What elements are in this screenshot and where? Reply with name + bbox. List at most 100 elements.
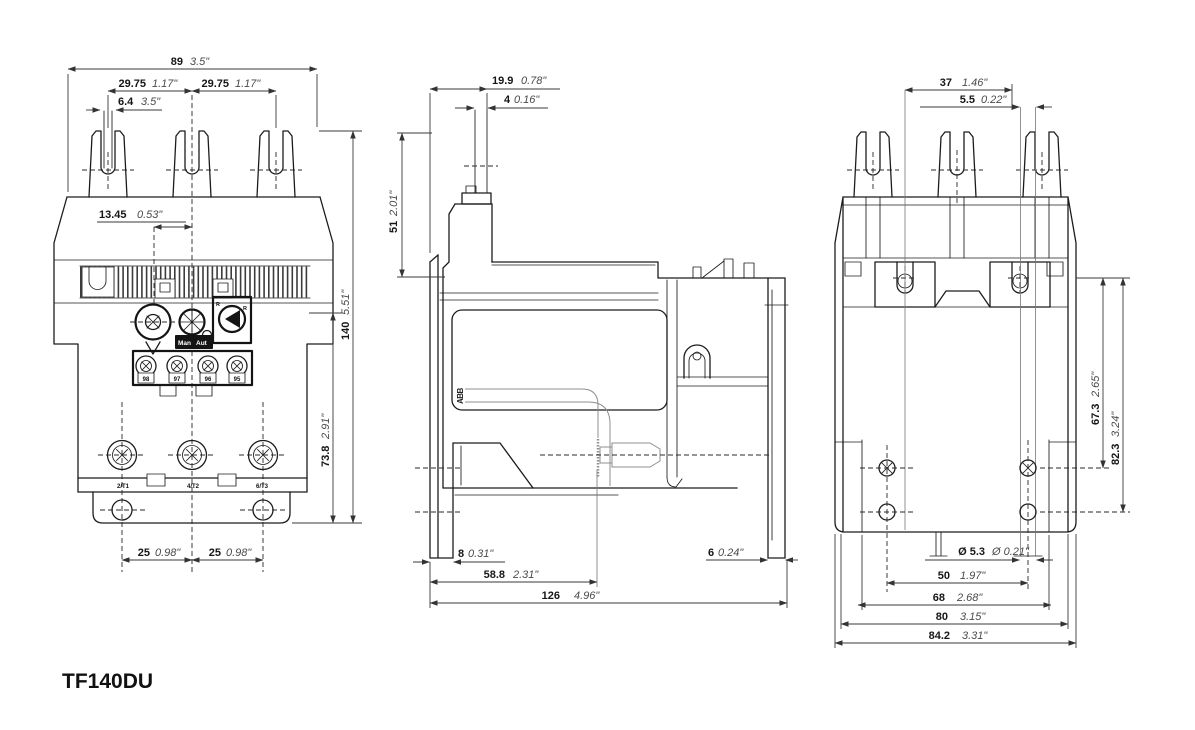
terminal-98-label: 98 <box>143 377 150 383</box>
dim-19-9: 19.9 0.78" <box>429 75 560 253</box>
dim-588-in: 2.31" <box>512 569 539 581</box>
dim-25a-in: 0.98" <box>155 547 181 559</box>
dim-89-in: 3.5" <box>190 56 210 68</box>
dim-2975a-mm: 29.75 <box>118 78 146 90</box>
side-view: ABB 19.9 0.78" <box>388 75 798 608</box>
trip-lever <box>683 344 711 379</box>
dim-6-4: 6.4 3.5" <box>86 96 162 113</box>
dim-738-in: 2.91" <box>320 413 332 440</box>
screw-4T2 <box>168 439 216 471</box>
dim-37-mm: 37 <box>940 77 952 89</box>
front-plate-edge <box>429 254 454 559</box>
terminal-4T2-label: 4/T2 <box>187 484 200 490</box>
front-view: R R Man Aut 98 97 <box>53 56 362 572</box>
man-aut-switch-label: Man Aut <box>175 335 213 349</box>
rear-fork-terminal-1 <box>847 131 899 198</box>
dim-51-in: 2.01" <box>388 190 400 217</box>
dim-80-mm: 80 <box>936 611 948 623</box>
screw-6T3 <box>239 402 287 572</box>
dim-673-mm: 67.3 <box>1090 404 1102 425</box>
dim-73-8: 73.8 2.91" <box>292 312 362 524</box>
dim-50: 50 1.97" <box>886 570 1029 586</box>
fork-terminal-3 <box>250 130 302 198</box>
dim-13-45: 13.45 0.53" <box>97 209 193 305</box>
dim-53-in: Ø 0.21" <box>991 546 1030 558</box>
dim-29-75-left: 29.75 1.17" <box>107 78 277 128</box>
screw-2T1 <box>98 402 146 572</box>
dim-2975b-in: 1.17" <box>235 78 261 90</box>
dim-51: 51 2.01" <box>388 132 443 278</box>
terminal-tower <box>442 203 493 294</box>
dim-199-in: 0.78" <box>521 75 547 87</box>
dim-140: 140 5.51" <box>319 130 362 524</box>
dim-588-mm: 58.8 <box>484 569 505 581</box>
dim-25b-mm: 25 <box>209 547 221 559</box>
terminal-97-label: 97 <box>174 377 181 383</box>
dim-6: 6 0.24" <box>706 547 798 563</box>
dim-89-mm: 89 <box>171 56 183 68</box>
dim-55-mm: 5.5 <box>960 94 975 106</box>
clamping-screw <box>540 442 772 468</box>
dim-126-in: 4.96" <box>574 590 600 602</box>
side-body-outline <box>442 292 738 489</box>
dim-6-mm: 6 <box>708 547 714 559</box>
dim-5-5: 5.5 0.22" <box>920 94 1052 110</box>
dim-51-mm: 51 <box>388 221 400 233</box>
dim-126: 126 4.96" <box>429 560 788 608</box>
dim-25-left: 25 0.98" <box>121 547 193 563</box>
dim-140-mm: 140 <box>340 322 352 340</box>
man-label: Man <box>178 340 191 347</box>
dim-6-in: 0.24" <box>718 547 744 559</box>
label-panel <box>451 309 668 411</box>
dim-89: 89 3.5" <box>67 56 318 192</box>
dim-37-in: 1.46" <box>962 77 988 89</box>
dim-4: 4 0.16" <box>455 94 548 111</box>
dim-1345-in: 0.53" <box>137 209 163 221</box>
dim-64-mm: 6.4 <box>118 96 134 108</box>
fork-terminal-1 <box>82 110 134 198</box>
mounting-bracket <box>92 491 291 524</box>
power-terminal-screws <box>98 402 287 572</box>
dim-84-2: 84.2 3.31" <box>834 534 1077 648</box>
dim-842-mm: 84.2 <box>929 630 950 642</box>
aux-terminal-95: 95 <box>226 355 248 384</box>
dim-80-in: 3.15" <box>960 611 986 623</box>
dim-29-75-right: 29.75 1.17" <box>191 78 277 94</box>
dim-80: 80 3.15" <box>840 534 1069 629</box>
dim-199-mm: 19.9 <box>492 75 513 87</box>
dim-673-in: 2.65" <box>1090 371 1102 398</box>
terminal-2T1-label: 2/T1 <box>117 484 130 490</box>
dim-55-in: 0.22" <box>981 94 1007 106</box>
dim-823-in: 3.24" <box>1110 411 1122 437</box>
reset-selector: R R <box>211 295 253 345</box>
dim-2975b-mm: 29.75 <box>201 78 229 90</box>
dim-37: 37 1.46" <box>904 77 1013 110</box>
terminal-6T3-label: 6/T3 <box>256 484 269 490</box>
selector-mark-r1: R <box>216 302 220 308</box>
dim-25a-mm: 25 <box>138 547 150 559</box>
clamp-block-right <box>989 261 1051 308</box>
aux-terminal-96: 96 <box>197 355 219 384</box>
aux-terminal-row: 98 97 96 95 <box>131 349 254 397</box>
dim-140-in: 5.51" <box>340 289 352 315</box>
dim-2975a-in: 1.17" <box>152 78 178 90</box>
top-clips <box>692 258 755 279</box>
dim-25-right: 25 0.98" <box>191 547 264 563</box>
rear-view: 37 1.46" 5.5 0.22" Ø 5.3 Ø 0.21" 50 1.97… <box>834 77 1130 648</box>
rear-fork-terminal-2 <box>931 131 983 205</box>
rear-body-outline <box>834 196 1077 533</box>
aut-label: Aut <box>196 340 208 347</box>
dim-738-mm: 73.8 <box>320 446 332 467</box>
aux-terminal-98: 98 <box>135 355 157 384</box>
dim-68: 68 2.68" <box>857 535 1052 610</box>
reference-lines <box>904 90 1036 556</box>
internal-strap <box>465 388 611 486</box>
terminal-strip: 2/T1 4/T2 6/T3 <box>77 473 308 493</box>
dim-68-in: 2.68" <box>956 592 983 604</box>
dim-126-mm: 126 <box>542 590 560 602</box>
dim-4-mm: 4 <box>504 94 511 106</box>
adjustment-dial <box>130 303 176 355</box>
back-plate <box>764 277 789 559</box>
dim-64-in: 3.5" <box>141 96 161 108</box>
